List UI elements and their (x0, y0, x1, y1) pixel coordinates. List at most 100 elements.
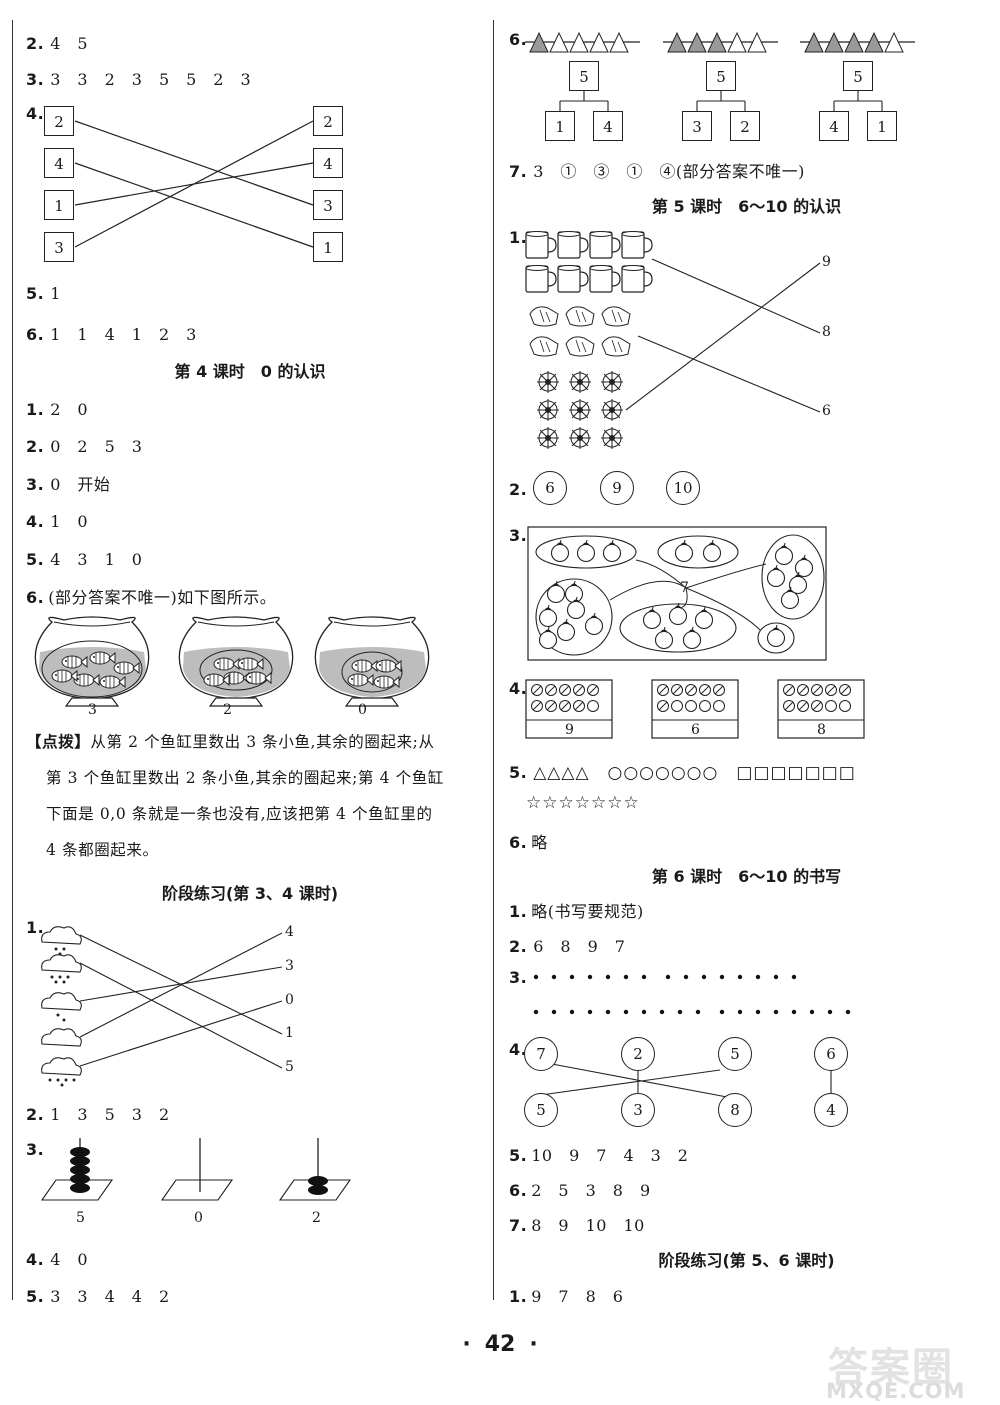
section-heading: 阶段练习(第 3、4 课时) (161, 884, 339, 903)
abacus-label: 2 (312, 1210, 322, 1226)
matching-lines-4 (74, 120, 314, 248)
circle-matching-lines (540, 1063, 832, 1098)
answer-6: 6.2 5 3 8 9 (509, 1181, 651, 1200)
section-heading: 第 4 课时 0 的认识 (174, 362, 326, 381)
answer-1: 1.9 7 8 6 (509, 1287, 624, 1306)
abacus-label: 0 (194, 1210, 204, 1226)
tip-line: 【点拨】从第 2 个鱼缸里数出 3 条小鱼,其余的圈起来;从 (26, 733, 435, 751)
right-box: 4 (313, 148, 343, 178)
answer-7: 7.8 9 10 10 (509, 1216, 645, 1235)
answer-2-label: 2. (509, 480, 528, 499)
circled-number: 3 (621, 1093, 655, 1127)
split-bottom-box: 3 (682, 111, 712, 141)
counter-label: 9 (565, 722, 575, 738)
answer-2: 2.1 3 5 3 2 (26, 1105, 170, 1124)
tip-line: 第 3 个鱼缸里数出 2 条小鱼,其余的圈起来;第 4 个鱼缸 (46, 769, 444, 787)
split-bottom-box: 1 (545, 111, 575, 141)
circled-number: 2 (621, 1037, 655, 1071)
answer-5-stars: ☆☆☆☆☆☆☆ (526, 793, 640, 813)
match-number: 4 (285, 924, 295, 940)
left-box: 1 (44, 190, 74, 220)
answer-5: 5.10 9 7 4 3 2 (509, 1146, 689, 1165)
split-top-box: 5 (843, 61, 873, 91)
apples-figure (527, 526, 827, 661)
answer-1-label: 1. (26, 918, 45, 937)
answer-4-label: 4. (509, 1040, 528, 1059)
column-divider (493, 20, 494, 1300)
answer-4-label: 4. (509, 679, 528, 698)
bowl-1 (34, 616, 150, 707)
circled-number: 10 (666, 471, 700, 505)
split-top-box: 5 (569, 61, 599, 91)
split-bottom-box: 4 (593, 111, 623, 141)
dots-figure (533, 974, 851, 1015)
counter-label: 8 (817, 722, 827, 738)
circled-number: 6 (814, 1037, 848, 1071)
answer-1: 1.2 0 (26, 400, 89, 419)
left-margin-rule (12, 20, 13, 1300)
bowl-label: 0 (358, 702, 368, 718)
triangle-split-figure (525, 31, 915, 111)
answer-3-label: 3. (509, 968, 528, 987)
circled-number: 9 (600, 471, 634, 505)
bowl-3 (314, 616, 430, 707)
answer-3: 3.3 3 2 3 5 5 2 3 (26, 70, 252, 89)
circled-number: 4 (814, 1093, 848, 1127)
answer-4-label: 4. (26, 104, 45, 123)
bowl-label: 3 (88, 702, 98, 718)
answer-2: 2.6 8 9 7 (509, 937, 626, 956)
match-number: 5 (285, 1059, 295, 1075)
section-heading: 阶段练习(第 5、6 课时) (658, 1251, 835, 1270)
answer-5: 5.1 (26, 284, 61, 303)
fish-bowls-figure (34, 616, 430, 707)
answer-3: 3.0 开始 (26, 475, 111, 494)
match-number: 9 (822, 254, 832, 270)
counter-label: 6 (691, 722, 701, 738)
answer-6-label: 6. (509, 30, 528, 49)
bowl-2 (178, 616, 294, 707)
tip-label: 【点拨】 (26, 733, 91, 751)
answer-4: 4.1 0 (26, 512, 89, 531)
right-box: 2 (313, 106, 343, 136)
bowl-label: 2 (223, 702, 233, 718)
split-bottom-box: 2 (730, 111, 760, 141)
circled-number: 7 (524, 1037, 558, 1071)
split-top-box: 5 (706, 61, 736, 91)
right-box: 1 (313, 232, 343, 262)
section-heading: 第 5 课时 6～10 的认识 (651, 197, 842, 216)
page-number: ·42· (462, 1332, 538, 1357)
match-number: 3 (285, 958, 295, 974)
left-box: 3 (44, 232, 74, 262)
answer-4: 4.4 0 (26, 1250, 89, 1269)
circled-number: 6 (533, 471, 567, 505)
apple-center-number: 7 (680, 580, 690, 596)
answer-2: 2.4 5 (26, 34, 89, 53)
answer-1-label: 1. (509, 228, 528, 247)
tip-line: 4 条都圈起来。 (46, 841, 159, 859)
left-box: 4 (44, 148, 74, 178)
section-heading: 第 6 课时 6～10 的书写 (651, 867, 842, 886)
match-number: 6 (822, 403, 832, 419)
answer-5: 5.3 3 4 4 2 (26, 1287, 170, 1306)
answer-6: 6.1 1 4 1 2 3 (26, 325, 197, 344)
match-number: 0 (285, 992, 295, 1008)
watermark-logo: 答案圈 MXQE.COM (826, 1345, 966, 1403)
circled-number: 5 (718, 1037, 752, 1071)
abacus-figure (40, 1138, 352, 1201)
objects-matching-figure (525, 230, 821, 450)
left-box: 2 (44, 106, 74, 136)
answer-7: 7.3 ① ③ ① ④(部分答案不唯一) (509, 162, 805, 181)
match-number: 8 (822, 324, 832, 340)
cloud-matching-figure (41, 926, 283, 1087)
answer-6: 6.略 (509, 833, 548, 852)
circled-number: 5 (524, 1093, 558, 1127)
answer-2: 2.0 2 5 3 (26, 437, 143, 456)
answer-6: 6.(部分答案不唯一)如下图所示。 (26, 588, 277, 607)
split-bottom-box: 1 (867, 111, 897, 141)
answer-3-label: 3. (509, 526, 528, 545)
answer-1: 1.略(书写要规范) (509, 902, 644, 921)
answer-3-label: 3. (26, 1140, 45, 1159)
answer-5: 5.4 3 1 0 (26, 550, 143, 569)
split-bottom-box: 4 (819, 111, 849, 141)
circled-number: 8 (718, 1093, 752, 1127)
